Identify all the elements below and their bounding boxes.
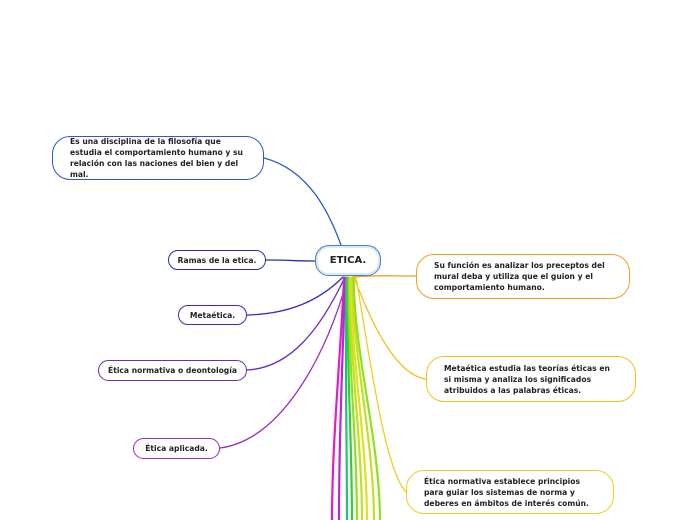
right-topic-funcion-text: Su función es analizar los preceptos del… [434,261,605,292]
right-topic-metaetica[interactable]: Metaética estudia las teorías éticas en … [426,356,636,402]
connector-left-3 [246,276,344,316]
connector-left-4 [246,276,346,371]
left-topic-metaetica[interactable]: Metaética. [178,305,247,325]
central-topic-label: ETICA. [329,255,367,266]
downward-connectors [330,276,382,520]
left-topic-ramas[interactable]: Ramas de la etica. [168,250,266,270]
connector-down-1 [330,276,346,520]
left-topic-metaetica-text: Metaética. [189,310,236,320]
left-topic-aplicada-text: Ética aplicada. [145,444,208,453]
connector-left-1 [263,157,342,246]
connector-down-6 [348,276,364,520]
connector-right-3 [355,276,407,493]
right-topic-metaetica-text: Metaética estudia las teorías éticas en … [444,363,610,395]
right-connectors [351,275,427,493]
connector-right-1 [351,275,417,278]
right-topic-funcion[interactable]: Su función es analizar los preceptos del… [416,254,630,299]
left-topic-normativa[interactable]: Ética normativa o deontología [98,360,247,381]
left-topic-definition-text: Es una disciplina de la filosofía que es… [70,137,243,179]
connector-left-5 [219,276,349,449]
left-connectors [219,157,349,449]
connector-down-4 [346,276,354,520]
connector-down-2 [337,276,347,520]
connector-down-3 [344,276,349,520]
connector-down-5 [347,276,359,520]
central-topic[interactable]: ETICA. [315,245,381,276]
connector-down-8 [351,276,376,520]
left-topic-ramas-text: Ramas de la etica. [177,255,257,265]
right-topic-normativa[interactable]: Ética normativa establece principios par… [406,470,614,514]
connector-left-2 [265,259,316,262]
connector-down-9 [352,276,382,520]
left-topic-normativa-text: Ética normativa o deontología [108,366,237,375]
connector-right-2 [353,276,427,380]
connector-down-7 [350,276,369,520]
left-topic-definition[interactable]: Es una disciplina de la filosofía que es… [52,136,264,180]
left-topic-aplicada[interactable]: Ética aplicada. [133,438,220,459]
right-topic-normativa-text: Ética normativa establece principios par… [424,476,589,508]
